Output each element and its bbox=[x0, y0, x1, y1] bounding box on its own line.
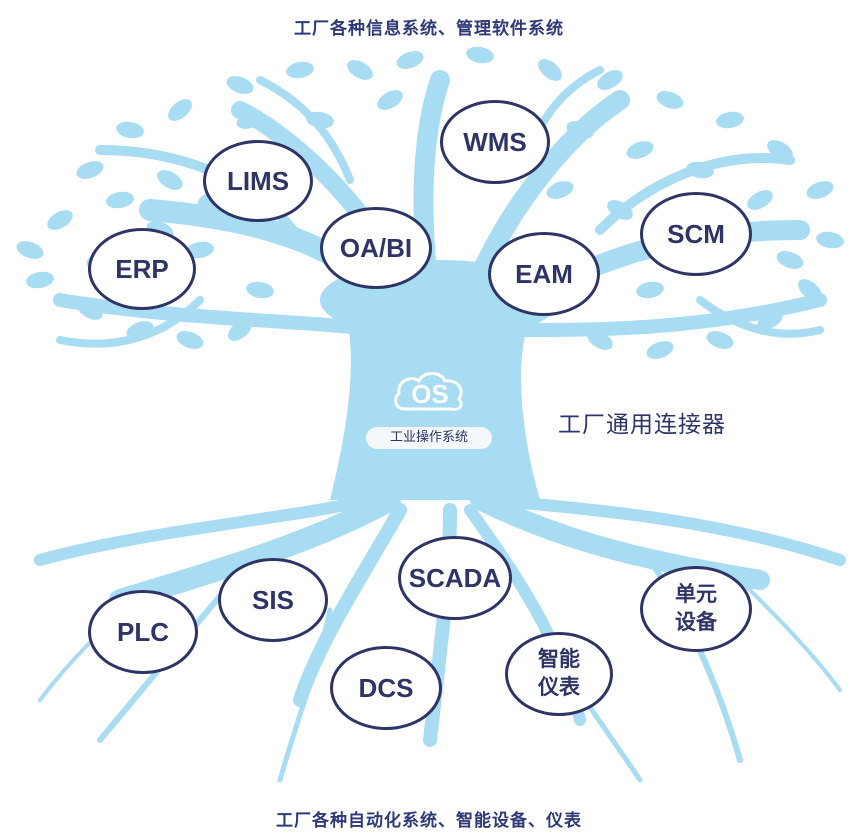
node-lims: LIMS bbox=[203, 140, 313, 222]
top-caption: 工厂各种信息系统、管理软件系统 bbox=[294, 19, 564, 39]
leaf-shape bbox=[396, 51, 424, 69]
os-subtitle: 工业操作系统 bbox=[366, 427, 492, 449]
node-scm: SCM bbox=[640, 192, 752, 276]
node-wms: WMS bbox=[440, 100, 550, 184]
leaf-shape bbox=[168, 99, 192, 121]
leaf-shape bbox=[776, 251, 804, 269]
node-plc: PLC bbox=[88, 590, 198, 674]
node-erp: ERP bbox=[88, 228, 196, 310]
leaf-shape bbox=[286, 61, 314, 79]
leaf-shape bbox=[716, 111, 744, 129]
node-dcs: DCS bbox=[330, 646, 442, 730]
node-scada: SCADA bbox=[398, 536, 512, 620]
leaf-shape bbox=[597, 70, 623, 90]
leaf-shape bbox=[816, 231, 844, 249]
leaf-shape bbox=[646, 341, 674, 359]
bottom-caption: 工厂各种自动化系统、智能设备、仪表 bbox=[276, 811, 582, 831]
leaf-shape bbox=[186, 241, 214, 259]
os-logo-text: OS bbox=[411, 379, 449, 409]
leaf-shape bbox=[116, 121, 144, 139]
leaf-shape bbox=[636, 281, 664, 299]
leaf-shape bbox=[466, 46, 494, 64]
node-smart-instrument: 智能 仪表 bbox=[505, 632, 613, 716]
leaf-shape bbox=[26, 271, 54, 289]
leaf-shape bbox=[106, 191, 134, 209]
node-oa-bi: OA/BI bbox=[320, 207, 432, 289]
leaf-shape bbox=[806, 181, 834, 199]
node-unit-equipment: 单元 设备 bbox=[640, 566, 752, 652]
os-logo-icon: OS bbox=[394, 372, 463, 411]
leaf-shape bbox=[226, 76, 254, 94]
leaf-shape bbox=[377, 90, 403, 110]
node-eam: EAM bbox=[488, 232, 600, 316]
leaf-shape bbox=[76, 161, 104, 179]
connector-label: 工厂通用连接器 bbox=[558, 412, 726, 438]
leaf-shape bbox=[246, 281, 274, 299]
leaf-shape bbox=[176, 331, 204, 349]
leaf-shape bbox=[157, 170, 183, 190]
node-sis: SIS bbox=[218, 558, 328, 642]
leaf-shape bbox=[747, 190, 773, 210]
leaf-shape bbox=[16, 241, 44, 259]
leaf-shape bbox=[546, 181, 574, 199]
leaf-shape bbox=[656, 91, 684, 109]
leaf-shape bbox=[538, 59, 562, 81]
leaf-shape bbox=[347, 60, 373, 80]
leaf-shape bbox=[47, 210, 73, 230]
leaf-shape bbox=[626, 141, 654, 159]
leaf-shape bbox=[706, 331, 734, 349]
